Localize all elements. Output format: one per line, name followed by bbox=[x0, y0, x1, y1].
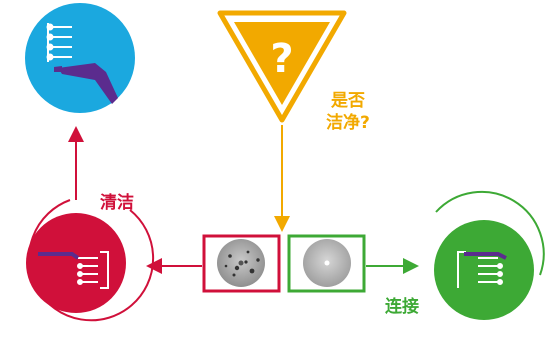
clean-label: 清洁 bbox=[100, 193, 134, 213]
dirty-connector-bundle-icon bbox=[77, 251, 109, 289]
question-label-line2: 洁净? bbox=[326, 113, 370, 133]
clean-node bbox=[26, 199, 155, 322]
connector-bundle-icon bbox=[457, 251, 503, 288]
question-label-line1: 是否 bbox=[331, 91, 365, 111]
question-label: 是否 洁净? bbox=[318, 90, 378, 134]
connect-label: 连接 bbox=[385, 297, 419, 317]
dirty-connector-image bbox=[202, 234, 281, 293]
cleaning-tool-node bbox=[25, 3, 135, 113]
question-mark: ? bbox=[270, 36, 293, 82]
clean-connector-image bbox=[287, 234, 366, 293]
probe-icon bbox=[58, 63, 118, 104]
question-triangle: ? bbox=[217, 10, 347, 123]
cleaning-tool-icon bbox=[46, 23, 72, 62]
connect-node bbox=[434, 190, 545, 320]
